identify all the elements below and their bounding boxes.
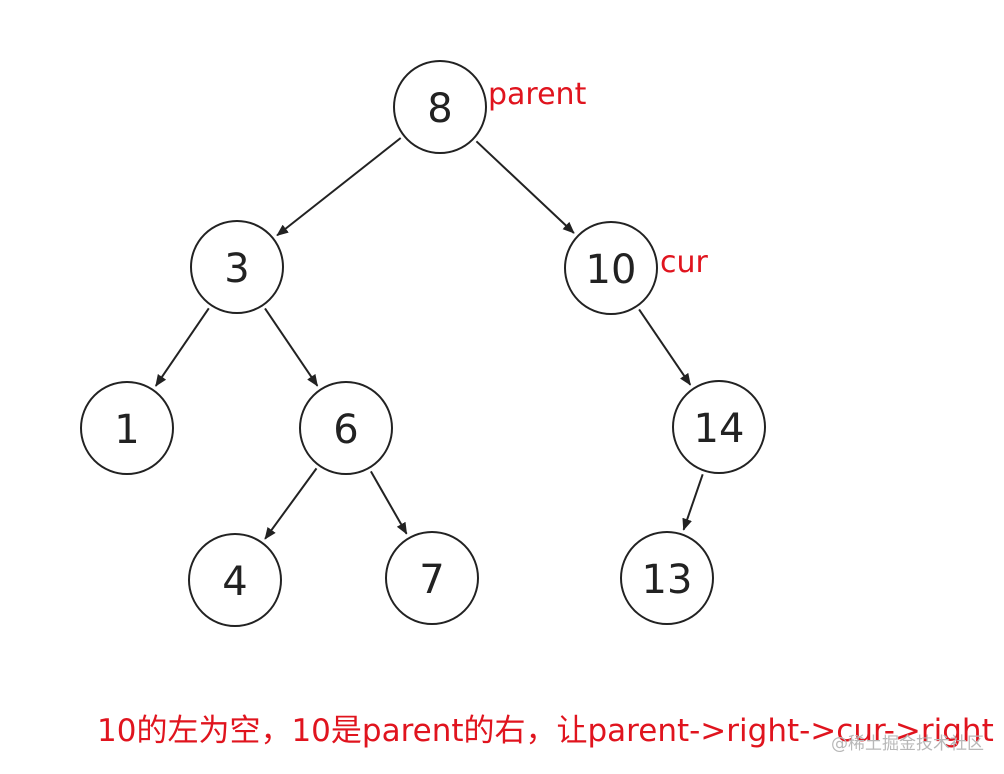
tree-node-6: 6 (299, 381, 393, 475)
node-circle (80, 381, 174, 475)
node-circle (188, 533, 282, 627)
node-label: 4 (222, 559, 247, 605)
node-label: 14 (694, 406, 745, 452)
edge-n3-n1 (154, 307, 210, 387)
tree-node-14: 14 (672, 380, 766, 474)
node-label: 3 (224, 246, 249, 292)
caption-text: 10的左为空，10是parent的右，让parent->right->cur->… (97, 713, 994, 749)
node-label: 7 (419, 557, 444, 603)
tree-node-7: 7 (385, 531, 479, 625)
edge-n8-n3 (276, 137, 402, 237)
tree-node-3: 3 (190, 220, 284, 314)
node-circle (393, 60, 487, 154)
node-circle (564, 221, 658, 315)
tree-node-1: 1 (80, 381, 174, 475)
tree-node-8: 8 (393, 60, 487, 154)
tree-node-13: 13 (620, 531, 714, 625)
edge-n14-n13 (682, 473, 704, 531)
node-circle (385, 531, 479, 625)
node-circle (299, 381, 393, 475)
tree-node-10: 10 (564, 221, 658, 315)
edge-n6-n7 (370, 470, 408, 535)
edge-n3-n6 (264, 307, 319, 387)
edge-n6-n4 (264, 467, 318, 540)
node-label: 13 (642, 557, 693, 603)
edge-n10-n14 (638, 308, 692, 386)
node-circle (190, 220, 284, 314)
parent-pointer-label: parent (488, 77, 587, 112)
tree-node-4: 4 (188, 533, 282, 627)
tree-edges (154, 137, 704, 540)
node-label: 10 (586, 247, 637, 293)
node-label: 8 (427, 86, 452, 132)
tree-nodes: 8 3 10 1 6 14 4 7 13 (80, 60, 766, 627)
edge-n8-n10 (475, 140, 575, 234)
node-label: 1 (114, 407, 139, 453)
watermark-text: @稀土掘金技术社区 (831, 734, 984, 754)
node-label: 6 (333, 407, 358, 453)
node-circle (672, 380, 766, 474)
cur-pointer-label: cur (660, 245, 709, 280)
node-circle (620, 531, 714, 625)
